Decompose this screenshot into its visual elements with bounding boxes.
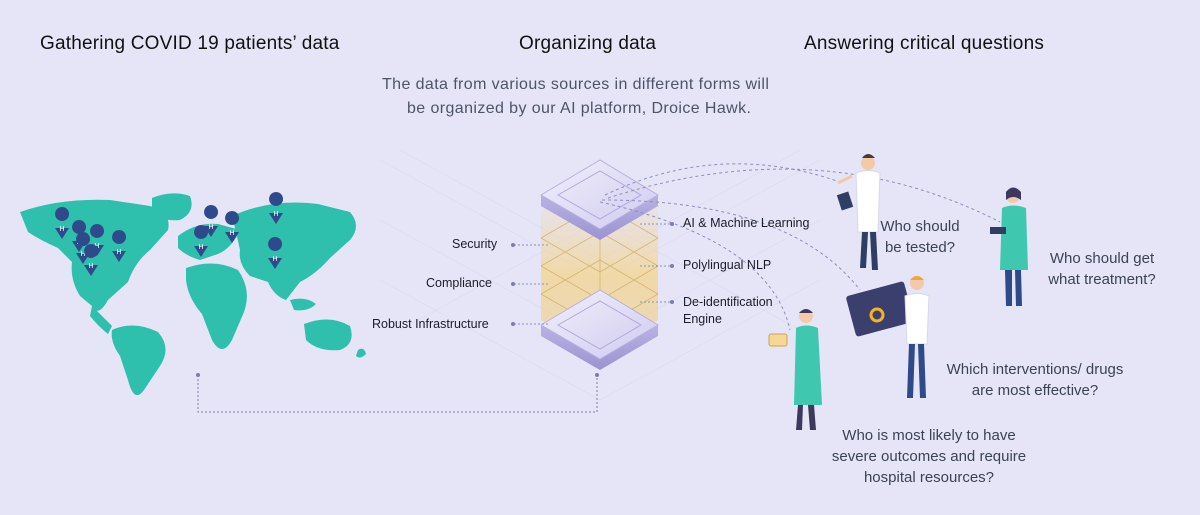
label-compliance: Compliance — [426, 276, 493, 290]
description-line-2: be organized by our AI platform, Droice … — [407, 100, 752, 117]
heading-answering-questions: Answering critical questions — [804, 33, 1045, 54]
question-who-treatment: Who should get what treatment? — [1042, 248, 1162, 290]
doctor-figure-4 — [768, 309, 822, 430]
heading-organizing-data: Organizing data — [519, 33, 657, 54]
svg-text:H: H — [198, 244, 203, 251]
question-severe-outcomes-line-2: severe outcomes and require — [831, 448, 1027, 465]
label-engine: Engine — [683, 312, 722, 326]
label-security: Security — [452, 237, 498, 251]
label-de-identification: De-identification — [683, 295, 773, 309]
svg-text:H: H — [80, 251, 85, 258]
question-who-tested-line-2: be tested? — [884, 239, 956, 256]
svg-text:H: H — [229, 230, 234, 237]
question-severe-outcomes-line-1: Who is most likely to have — [842, 427, 1016, 444]
question-who-treatment-line-1: Who should get — [1049, 250, 1155, 267]
label-ai-machine-learning: AI & Machine Learning — [683, 216, 810, 230]
question-severe-outcomes: Who is most likely to have severe outcom… — [829, 425, 1029, 488]
hospital-marker-icon: H H H H H H H H H H H — [55, 192, 284, 276]
platform-to-questions-arcs — [599, 163, 1001, 331]
world-map — [20, 193, 366, 396]
svg-text:H: H — [59, 226, 64, 233]
question-severe-outcomes-line-3: hospital resources? — [863, 469, 995, 486]
question-interventions-line-1: Which interventions/ drugs — [946, 361, 1124, 378]
left-label-connectors — [514, 244, 548, 325]
doctor-figure-1 — [836, 154, 881, 270]
svg-text:H: H — [94, 243, 99, 250]
doctor-figure-2 — [990, 187, 1028, 306]
label-robust-infrastructure: Robust Infrastructure — [372, 317, 489, 331]
question-interventions-line-2: are most effective? — [971, 382, 1099, 399]
question-who-tested-line-1: Who should — [880, 218, 960, 235]
label-polylingual-nlp: Polylingual NLP — [683, 258, 772, 272]
question-who-treatment-line-2: what treatment? — [1048, 271, 1156, 288]
server-stack-icon — [540, 159, 659, 370]
svg-text:H: H — [88, 263, 93, 270]
question-interventions: Which interventions/ drugs are most effe… — [936, 359, 1134, 401]
svg-text:H: H — [272, 256, 277, 263]
question-who-tested: Who should be tested? — [876, 216, 964, 258]
heading-gathering-data: Gathering COVID 19 patients’ data — [40, 33, 340, 54]
right-label-connectors — [640, 223, 672, 303]
svg-text:H: H — [116, 249, 121, 256]
svg-text:H: H — [273, 211, 278, 218]
description-line-1: The data from various sources in differe… — [382, 76, 770, 93]
map-to-platform-connector — [197, 375, 598, 413]
svg-text:H: H — [208, 224, 213, 231]
doctor-figure-3 — [846, 276, 930, 398]
